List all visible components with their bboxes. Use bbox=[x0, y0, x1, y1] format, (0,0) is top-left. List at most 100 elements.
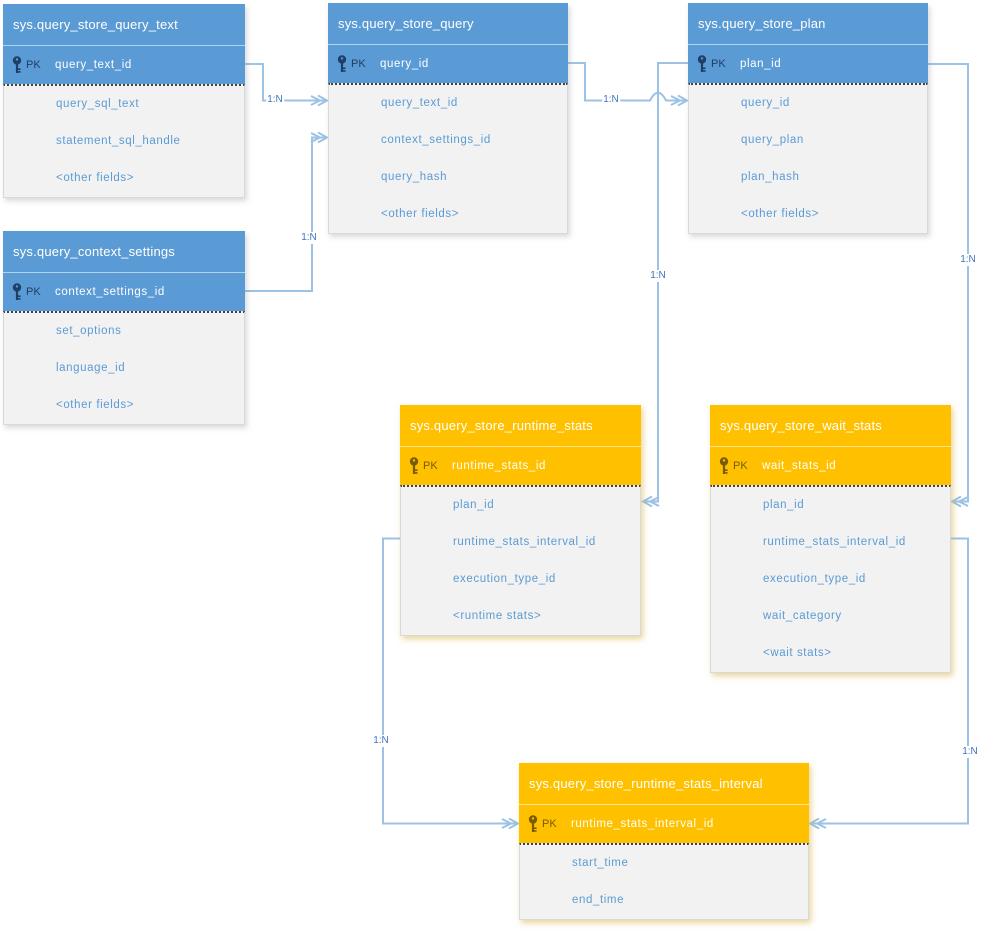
primary-key-row: PK wait_stats_id bbox=[710, 447, 951, 485]
entity-query-store-wait-stats: sys.query_store_wait_stats PK wait_stats… bbox=[710, 405, 951, 673]
entity-title: sys.query_context_settings bbox=[3, 231, 245, 273]
entity-field-list: set_options language_id <other fields> bbox=[3, 311, 245, 425]
field-name: <other fields> bbox=[741, 208, 820, 220]
field-name: query_sql_text bbox=[56, 98, 140, 110]
primary-key-row: PK plan_id bbox=[688, 45, 928, 83]
field-name: query_plan bbox=[741, 134, 804, 146]
entity-field-list: start_time end_time bbox=[519, 843, 809, 920]
cardinality-label: 1:N bbox=[961, 746, 979, 758]
entity-title: sys.query_store_plan bbox=[688, 3, 928, 45]
pk-tag: PK bbox=[26, 59, 41, 71]
field-row: execution_type_id bbox=[401, 561, 640, 598]
cardinality-label: 1:N bbox=[372, 735, 390, 747]
connector-line bbox=[245, 136, 327, 292]
field-row: language_id bbox=[4, 350, 244, 387]
entity-title: sys.query_store_wait_stats bbox=[710, 405, 951, 447]
entity-field-list: query_text_id context_settings_id query_… bbox=[328, 83, 568, 234]
key-icon bbox=[719, 457, 729, 474]
pk-tag: PK bbox=[711, 58, 726, 70]
entity-title: sys.query_store_runtime_stats_interval bbox=[519, 763, 809, 805]
field-row: plan_hash bbox=[689, 159, 927, 196]
entity-query-store-query: sys.query_store_query PK query_id query_… bbox=[328, 3, 568, 234]
field-name: context_settings_id bbox=[381, 134, 491, 146]
connector-arrow bbox=[949, 495, 969, 508]
primary-key-row: PK query_id bbox=[328, 45, 568, 83]
connector-arrow bbox=[310, 94, 330, 107]
primary-key-row: PK query_text_id bbox=[3, 46, 245, 84]
field-row: <other fields> bbox=[4, 387, 244, 424]
field-row: statement_sql_handle bbox=[4, 123, 244, 160]
entity-query-store-query-text: sys.query_store_query_text PK query_text… bbox=[3, 4, 245, 198]
field-row: <wait stats> bbox=[711, 635, 950, 672]
field-row: <other fields> bbox=[689, 196, 927, 233]
field-name: execution_type_id bbox=[763, 573, 866, 585]
field-row: plan_id bbox=[711, 487, 950, 524]
field-row: query_text_id bbox=[329, 85, 567, 122]
field-row: <other fields> bbox=[329, 196, 567, 233]
pk-field-name: runtime_stats_id bbox=[452, 460, 546, 472]
cardinality-label: 1:N bbox=[266, 94, 284, 106]
field-name: plan_id bbox=[763, 499, 805, 511]
field-name: end_time bbox=[572, 894, 625, 906]
entity-query-store-runtime-stats: sys.query_store_runtime_stats PK runtime… bbox=[400, 405, 641, 636]
primary-key-row: PK runtime_stats_interval_id bbox=[519, 805, 809, 843]
field-row: start_time bbox=[520, 845, 808, 882]
entity-title: sys.query_store_runtime_stats bbox=[400, 405, 641, 447]
connector-line bbox=[245, 63, 327, 102]
entity-query-context-settings: sys.query_context_settings PK context_se… bbox=[3, 231, 245, 425]
field-name: query_hash bbox=[381, 171, 448, 183]
connector-line bbox=[568, 62, 687, 102]
field-name: set_options bbox=[56, 325, 122, 337]
cardinality-label: 1:N bbox=[602, 94, 620, 106]
field-row: query_id bbox=[689, 85, 927, 122]
key-icon bbox=[697, 55, 707, 72]
field-name: <other fields> bbox=[381, 208, 460, 220]
field-name: start_time bbox=[572, 857, 629, 869]
field-row: plan_id bbox=[401, 487, 640, 524]
field-name: <other fields> bbox=[56, 399, 135, 411]
field-name: <wait stats> bbox=[763, 647, 832, 659]
pk-tag: PK bbox=[423, 460, 438, 472]
pk-field-name: query_text_id bbox=[55, 59, 132, 71]
pk-field-name: runtime_stats_interval_id bbox=[571, 818, 714, 830]
field-row: wait_category bbox=[711, 598, 950, 635]
pk-tag: PK bbox=[26, 286, 41, 298]
pk-field-name: context_settings_id bbox=[55, 286, 165, 298]
entity-query-store-runtime-stats-interval: sys.query_store_runtime_stats_interval P… bbox=[519, 763, 809, 920]
field-row: set_options bbox=[4, 313, 244, 350]
field-name: execution_type_id bbox=[453, 573, 556, 585]
field-name: statement_sql_handle bbox=[56, 135, 181, 147]
field-row: <other fields> bbox=[4, 160, 244, 197]
entity-title: sys.query_store_query_text bbox=[3, 4, 245, 46]
entity-field-list: plan_id runtime_stats_interval_id execut… bbox=[710, 485, 951, 673]
field-name: query_text_id bbox=[381, 97, 458, 109]
field-row: query_hash bbox=[329, 159, 567, 196]
entity-field-list: query_sql_text statement_sql_handle <oth… bbox=[3, 84, 245, 198]
entity-title: sys.query_store_query bbox=[328, 3, 568, 45]
field-name: wait_category bbox=[763, 610, 842, 622]
field-row: execution_type_id bbox=[711, 561, 950, 598]
field-name: query_id bbox=[741, 97, 790, 109]
field-name: <runtime stats> bbox=[453, 610, 542, 622]
connector-line bbox=[643, 62, 688, 503]
connector-arrow bbox=[670, 94, 690, 107]
entity-field-list: query_id query_plan plan_hash <other fie… bbox=[688, 83, 928, 234]
pk-field-name: query_id bbox=[380, 58, 429, 70]
field-name: language_id bbox=[56, 362, 126, 374]
connector-arrow bbox=[807, 817, 827, 830]
pk-tag: PK bbox=[351, 58, 366, 70]
field-row: query_sql_text bbox=[4, 86, 244, 123]
pk-tag: PK bbox=[542, 818, 557, 830]
connector-arrow bbox=[640, 495, 660, 508]
pk-field-name: wait_stats_id bbox=[762, 460, 837, 472]
primary-key-row: PK context_settings_id bbox=[3, 273, 245, 311]
pk-tag: PK bbox=[733, 460, 748, 472]
primary-key-row: PK runtime_stats_id bbox=[400, 447, 641, 485]
key-icon bbox=[337, 55, 347, 72]
key-icon bbox=[12, 283, 22, 300]
field-name: <other fields> bbox=[56, 172, 135, 184]
entity-query-store-plan: sys.query_store_plan PK plan_id query_id… bbox=[688, 3, 928, 234]
field-name: runtime_stats_interval_id bbox=[453, 536, 596, 548]
field-name: plan_id bbox=[453, 499, 495, 511]
field-row: context_settings_id bbox=[329, 122, 567, 159]
